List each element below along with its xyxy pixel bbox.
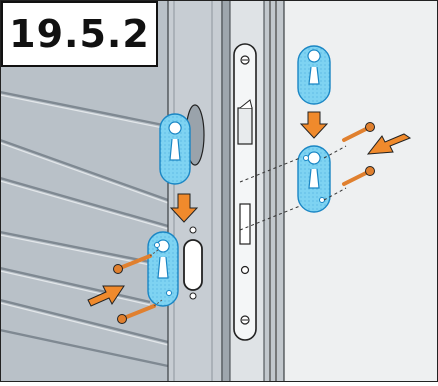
door-frame (264, 0, 438, 382)
step-number-label: 19.5.2 (1, 1, 158, 67)
rosette-outer-upper (298, 46, 330, 104)
lock-faceplate (230, 0, 264, 382)
latch-bolt (238, 108, 252, 144)
rosette-inner-lower (148, 232, 178, 306)
dead-bolt (240, 204, 250, 244)
rosette-outer-lower (298, 146, 330, 212)
door-stile (168, 0, 222, 382)
